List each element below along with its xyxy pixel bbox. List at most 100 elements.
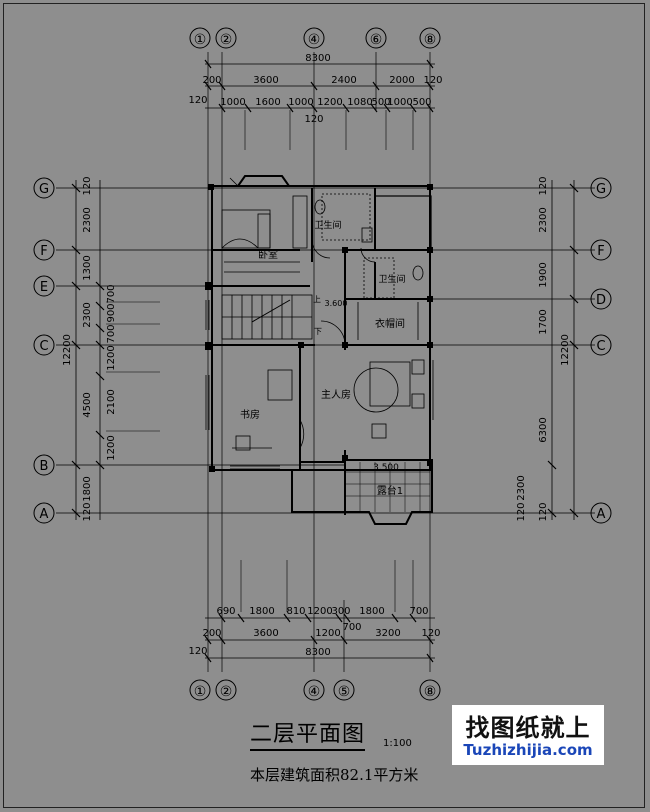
dim-left-i3: 1200: [106, 345, 117, 370]
axis-right-a: A: [597, 507, 606, 522]
dim-top-r2-0: 200: [202, 75, 221, 86]
dim-left-total: 12200: [62, 334, 73, 366]
dim-bot-r2-1: 3600: [253, 628, 278, 639]
room-terrace: 露台1: [377, 484, 403, 497]
drawing-frame: [3, 3, 645, 808]
stair-down: 下: [314, 327, 322, 336]
axis-top-8: ⑧: [424, 32, 437, 48]
dim-top-120a: 120: [188, 95, 207, 106]
dim-top-r2-4: 120: [423, 75, 442, 86]
dim-right-o2: 1700: [538, 309, 549, 334]
dim-left-120: 120: [82, 176, 93, 195]
dim-top-r3-7: 500: [412, 97, 431, 108]
dim-top-r3-2: 1000: [288, 97, 313, 108]
room-bedroom: 卧室: [258, 248, 278, 261]
dim-left-i0: 700: [106, 284, 117, 303]
dim-left-o3: 4500: [82, 392, 93, 417]
dim-top-r3-4: 1080: [347, 97, 372, 108]
site-logo[interactable]: 找图纸就上 Tuzhizhijia.com: [452, 705, 604, 765]
windows: [205, 177, 434, 470]
dim-top-r3-3: 1200: [317, 97, 342, 108]
dim-top-120b: 120: [304, 114, 323, 125]
dim-top-r3-5: 500: [371, 97, 390, 108]
floor-area-note: 本层建筑面积82.1平方米: [250, 766, 419, 784]
axis-bottom-1: ①: [194, 684, 207, 700]
drawing-scale: 1:100: [383, 738, 412, 749]
room-bath2: 卫生间: [378, 273, 405, 285]
axis-top-6: ⑥: [370, 32, 383, 48]
dim-left-i5: 1200: [106, 435, 117, 460]
dim-bot-r1-2: 810: [286, 606, 305, 617]
axis-right-d: D: [596, 293, 606, 308]
dim-right-o0: 2300: [538, 207, 549, 232]
axis-left-a: A: [40, 507, 49, 522]
axis-top-2: ②: [220, 32, 233, 48]
axis-bottom-4: ④: [308, 684, 321, 700]
dim-top-r2-2: 2400: [331, 75, 356, 86]
dimension-lines: [71, 59, 579, 663]
dim-bot-r1-6: 700: [409, 606, 428, 617]
stair-up: 上: [313, 295, 321, 304]
dim-right-inner: 2300: [516, 475, 527, 500]
axis-bottom-2: ②: [220, 684, 233, 700]
dim-bot-r1-4: 300: [331, 606, 350, 617]
dim-bot-r2-3: 3200: [375, 628, 400, 639]
axis-left-g: G: [39, 182, 49, 197]
axis-top-4: ④: [308, 32, 321, 48]
axis-left-b: B: [40, 459, 49, 474]
drawing-title: 二层平面图: [250, 716, 366, 751]
axis-labels: ① ② ④ ⑥ ⑧ ① ② ④ ⑤ ⑧ G F E C B A G F D C …: [39, 32, 606, 700]
dim-left-i1: 900: [106, 303, 117, 322]
dim-left-o2: 2300: [82, 302, 93, 327]
dim-top-total: 8300: [305, 53, 330, 64]
axis-bubbles: [33, 27, 612, 701]
dim-bot-r2-0: 200: [202, 628, 221, 639]
room-bath1: 卫生间: [314, 219, 341, 231]
room-cloak: 衣帽间: [375, 317, 405, 330]
dim-bot-700: 700: [342, 622, 361, 633]
dim-right-o3: 6300: [538, 417, 549, 442]
dim-left-o5: 120: [82, 502, 93, 521]
dim-right-total: 12200: [560, 334, 571, 366]
elevation-1: 3.600: [325, 299, 348, 308]
logo-cn: 找图纸就上: [465, 714, 591, 742]
room-master: 主人房: [321, 388, 351, 401]
axis-left-e: E: [40, 280, 48, 295]
staircase: [221, 193, 430, 512]
axis-bottom-8: ⑧: [424, 684, 437, 700]
axis-left-f: F: [40, 244, 47, 259]
dim-top-r3-1: 1600: [255, 97, 280, 108]
axis-right-c: C: [596, 339, 605, 354]
axis-left-c: C: [39, 339, 48, 354]
dim-left-i2: 700: [106, 324, 117, 343]
dimension-texts: 8300 200 3600 2400 2000 120 120 1000 160…: [62, 53, 571, 658]
dim-bot-r1-3: 1200: [307, 606, 332, 617]
room-labels: 卧室 卫生间 卫生间 衣帽间 主人房 书房 露台1 上 下 3.600 3.50…: [240, 219, 406, 497]
dim-bot-r2-4: 120: [421, 628, 440, 639]
dim-right-120: 120: [538, 176, 549, 195]
axis-bottom-5: ⑤: [338, 684, 351, 700]
dim-bot-120: 120: [188, 646, 207, 657]
axis-right-g: G: [596, 182, 606, 197]
dim-top-r3-0: 1000: [220, 97, 245, 108]
dim-top-r2-3: 2000: [389, 75, 414, 86]
dim-left-i4: 2100: [106, 389, 117, 414]
dim-left-o1: 1300: [82, 255, 93, 280]
dim-bot-total: 8300: [305, 647, 330, 658]
room-study: 书房: [240, 408, 260, 421]
dim-right-o4: 120: [538, 502, 549, 521]
elevation-2: 3.500: [373, 463, 399, 473]
dim-right-o1: 1900: [538, 262, 549, 287]
dim-left-o0: 2300: [82, 207, 93, 232]
dim-top-r3-6: 1000: [387, 97, 412, 108]
dim-right-inner-120: 120: [516, 502, 527, 521]
dim-bot-r1-5: 1800: [359, 606, 384, 617]
dim-top-r2-1: 3600: [253, 75, 278, 86]
axis-lines: [56, 52, 595, 672]
dim-bot-r1-0: 690: [216, 606, 235, 617]
axis-right-f: F: [597, 244, 604, 259]
dim-bot-r1-1: 1800: [249, 606, 274, 617]
dim-bot-r2-2: 1200: [315, 628, 340, 639]
axis-top-1: ①: [194, 32, 207, 48]
